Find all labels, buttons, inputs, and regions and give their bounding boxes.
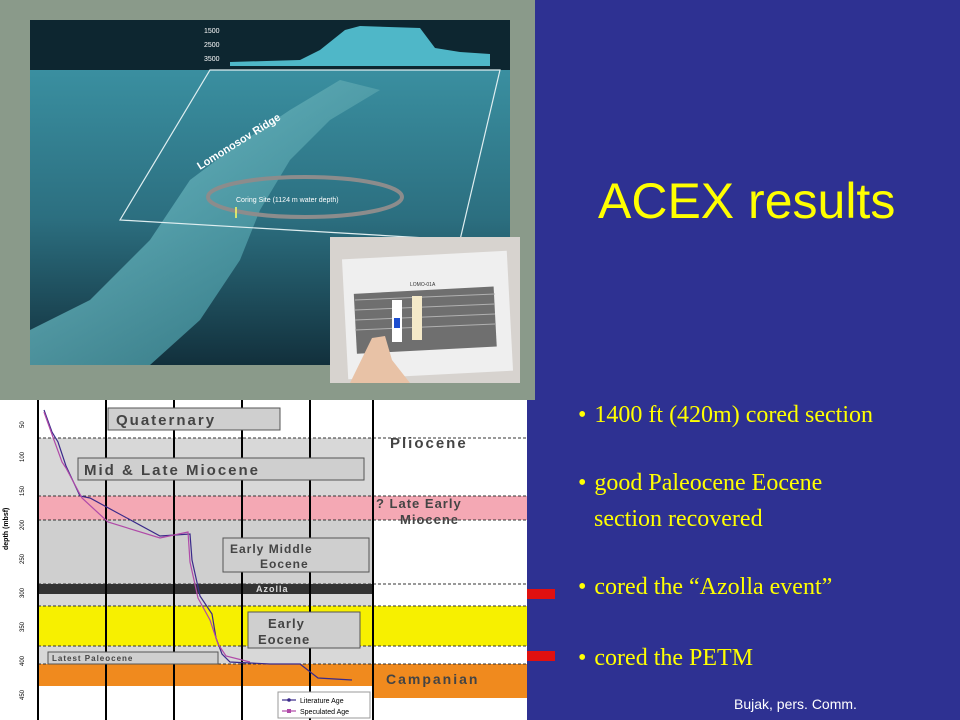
legend-literature-age: Literature Age xyxy=(300,698,344,705)
depth-tick: 100 xyxy=(20,451,26,462)
bullet-azolla-event: •cored the “Azolla event” xyxy=(578,574,833,600)
unit-mid-late-miocene: Mid & Late Miocene xyxy=(84,462,260,479)
unit-latest-paleocene: Latest Paleocene xyxy=(52,654,133,663)
depth-tick: 400 xyxy=(20,655,26,666)
depth-tick: 50 xyxy=(20,421,26,428)
seismic-photo-inset: LOMO-01A xyxy=(330,237,520,383)
unit-early-middle: Early Middle xyxy=(230,542,313,556)
bullet-text: cored the PETM xyxy=(594,645,754,671)
depth-axis-label: depth (mbsf) xyxy=(3,508,10,550)
depth-tick: 200 xyxy=(20,519,26,530)
depth-tick: 450 xyxy=(20,689,26,700)
depth-tick: 350 xyxy=(20,621,26,632)
unit-miocene: Miocene xyxy=(400,512,459,527)
speculated-age-curve xyxy=(43,411,251,663)
unit-quaternary: Quaternary xyxy=(116,412,216,429)
unit-early: Early xyxy=(268,616,305,631)
depth-tick: 300 xyxy=(20,587,26,598)
profile-depth-2500: 2500 xyxy=(204,42,220,49)
stratigraphic-chart: depth (mbsf) 50 100 150 200 250 300 350 … xyxy=(0,400,527,720)
bullet-section-recovered: section recovered xyxy=(594,506,763,532)
depth-tick: 250 xyxy=(20,553,26,564)
slide-title: ACEX results xyxy=(598,173,896,229)
seismic-label: LOMO-01A xyxy=(410,282,436,288)
coring-site-ellipse xyxy=(206,175,404,219)
bullet-cored-section: •1400 ft (420m) cored section xyxy=(578,402,873,428)
bullet-text: 1400 ft (420m) cored section xyxy=(594,402,873,428)
bullet-petm: •cored the PETM xyxy=(578,645,754,671)
credit-text: Bujak, pers. Comm. xyxy=(734,696,857,712)
bullet-paleocene-eocene: •good Paleocene Eocene xyxy=(578,470,823,496)
unit-eocene-middle: Eocene xyxy=(260,557,309,571)
legend-speculated-age: Speculated Age xyxy=(300,709,349,716)
unit-azolla: Azolla xyxy=(256,584,289,594)
profile-depth-1500: 1500 xyxy=(204,28,220,35)
unit-late-early: ? Late Early xyxy=(376,496,462,511)
unit-pliocene: Pliocene xyxy=(390,435,468,452)
bullet-text: good Paleocene Eocene xyxy=(594,470,823,496)
unit-campanian: Campanian xyxy=(386,671,479,687)
depth-tick: 150 xyxy=(20,485,26,496)
profile-depth-3500: 3500 xyxy=(204,56,220,63)
literature-age-curve xyxy=(43,409,353,681)
bathymetry-image: 1500 2500 3500 Lomonosov Ridge Coring Si… xyxy=(0,0,535,400)
site-label: Coring Site (1124 m water depth) xyxy=(236,197,339,204)
bullet-text: cored the “Azolla event” xyxy=(594,574,833,600)
unit-eocene-early: Eocene xyxy=(258,632,310,647)
